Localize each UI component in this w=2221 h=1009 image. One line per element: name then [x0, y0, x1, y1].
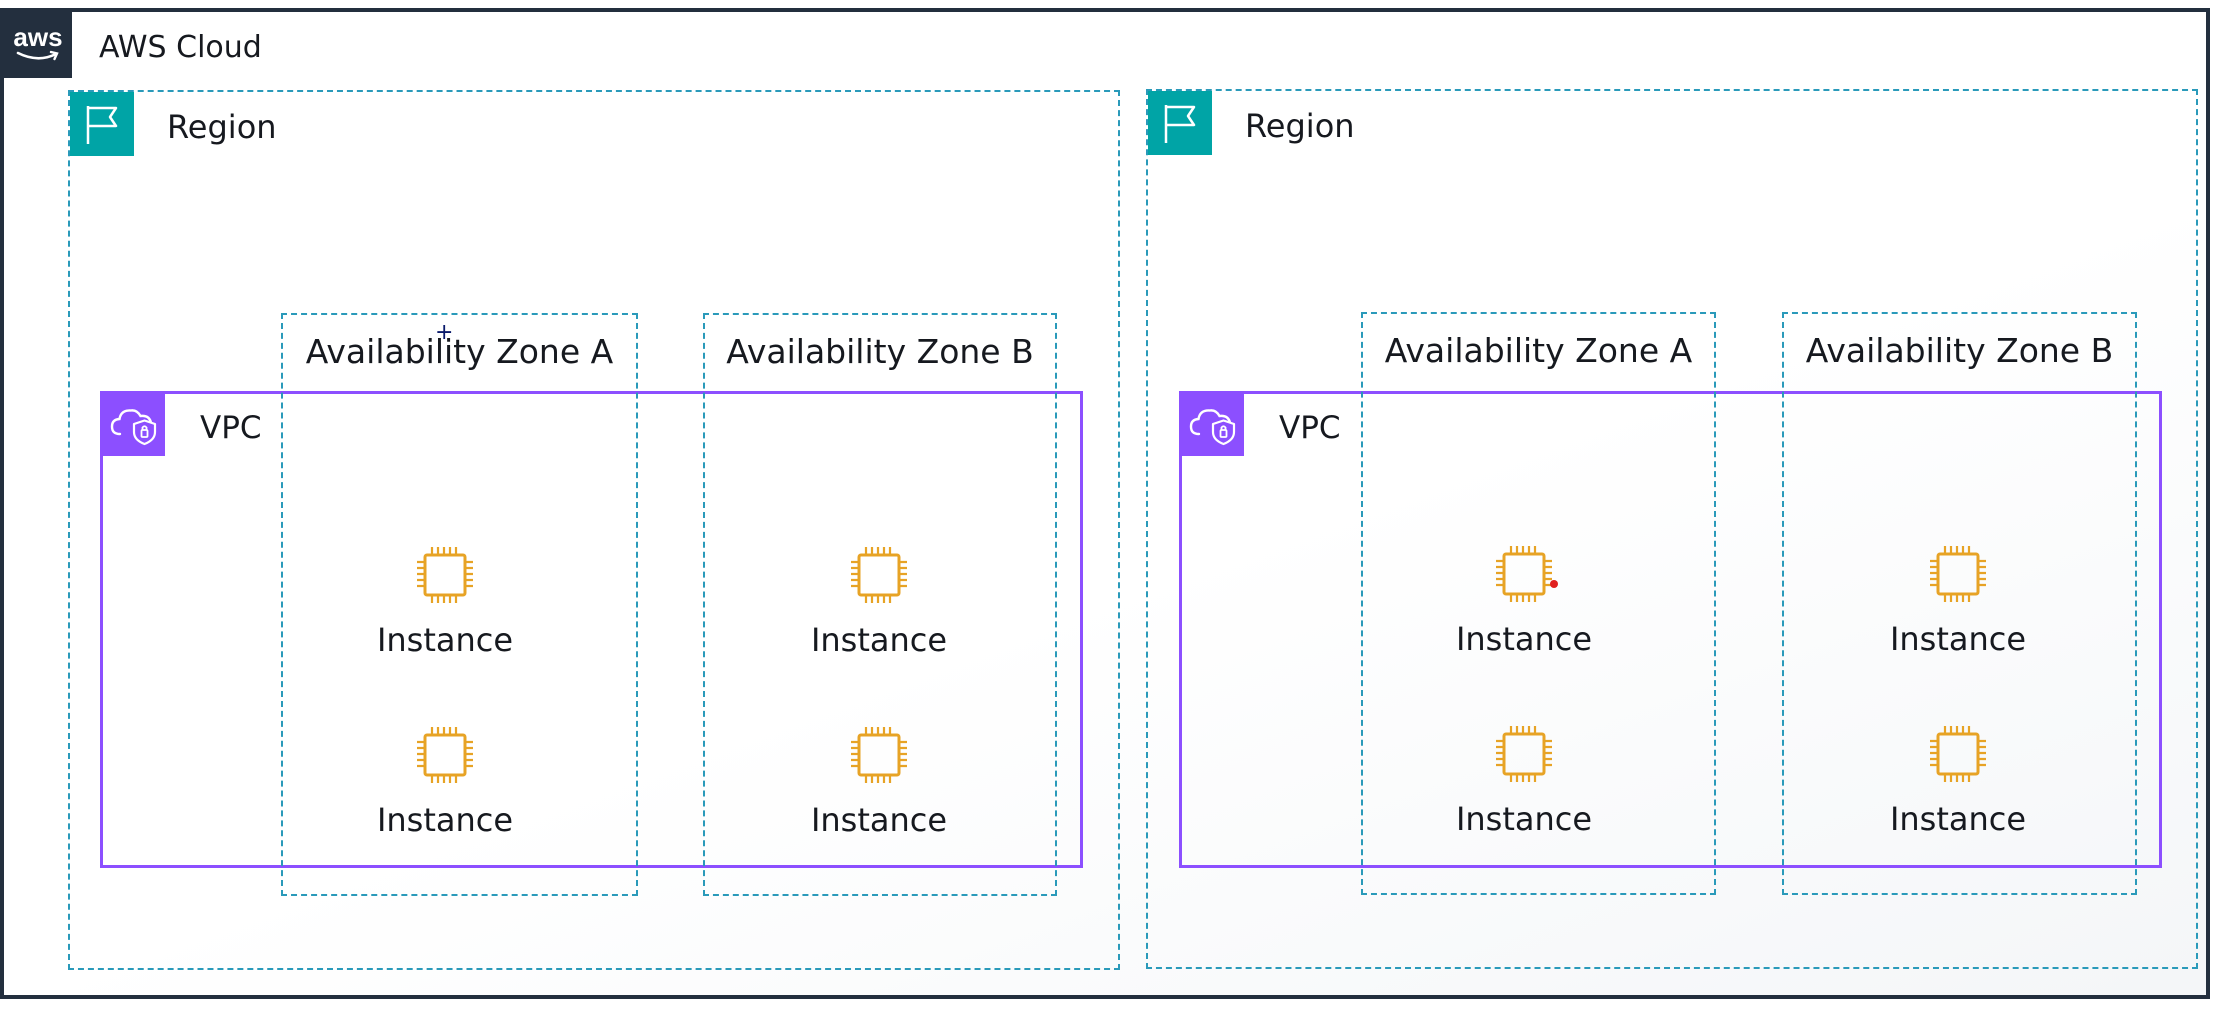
region-title: Region [1245, 107, 1355, 145]
instance: Instance [779, 723, 979, 839]
aws-cloud-container: aws AWS Cloud [0, 8, 2210, 999]
instance-label: Instance [1889, 800, 2027, 838]
aws-logo-text: aws [13, 22, 63, 52]
instance: Instance [779, 543, 979, 659]
ec2-instance-icon [417, 727, 473, 783]
instance-label: Instance [376, 621, 514, 659]
instance-label: Instance [810, 801, 948, 839]
aws-logo: aws [4, 12, 72, 78]
region-2: Region [1146, 89, 2198, 969]
instance-label: Instance [1455, 800, 1593, 838]
vpc-title: VPC [200, 410, 262, 446]
region-1: Region [68, 90, 1120, 970]
az-title: Availability Zone B [1805, 331, 2114, 370]
ec2-instance-icon [1930, 546, 1986, 602]
instance-label: Instance [1455, 620, 1593, 658]
ec2-instance-icon [851, 547, 907, 603]
instance-label: Instance [1889, 620, 2027, 658]
crosshair-cursor: + [435, 320, 454, 345]
availability-zone-b [1782, 312, 2137, 895]
instance: Instance [345, 543, 545, 659]
az-title: Availability Zone B [726, 332, 1034, 371]
cloud-lock-icon [1182, 394, 1244, 456]
pointer-dot [1550, 580, 1558, 588]
cloud-lock-icon [103, 394, 165, 456]
flag-icon [70, 92, 134, 156]
flag-icon [1148, 91, 1212, 155]
vpc-1: VPC [100, 391, 1083, 868]
availability-zone-b [703, 313, 1057, 896]
aws-smile-icon [16, 50, 59, 61]
ec2-instance-icon [1496, 726, 1552, 782]
region-title: Region [167, 108, 277, 146]
instance: Instance [345, 723, 545, 839]
ec2-instance-icon [1496, 546, 1552, 602]
instance: Instance [1424, 542, 1624, 658]
ec2-instance-icon [417, 547, 473, 603]
az-title: Availability Zone A [305, 332, 614, 371]
aws-cloud-title: AWS Cloud [99, 30, 262, 65]
az-title: Availability Zone A [1384, 331, 1693, 370]
vpc-title: VPC [1279, 410, 1341, 446]
instance: Instance [1424, 722, 1624, 838]
instance: Instance [1858, 722, 2058, 838]
instance-label: Instance [810, 621, 948, 659]
ec2-instance-icon [1930, 726, 1986, 782]
ec2-instance-icon [851, 727, 907, 783]
vpc-2: VPC [1179, 391, 2162, 868]
instance: Instance [1858, 542, 2058, 658]
availability-zone-a [281, 313, 638, 896]
instance-label: Instance [376, 801, 514, 839]
availability-zone-a [1361, 312, 1716, 895]
